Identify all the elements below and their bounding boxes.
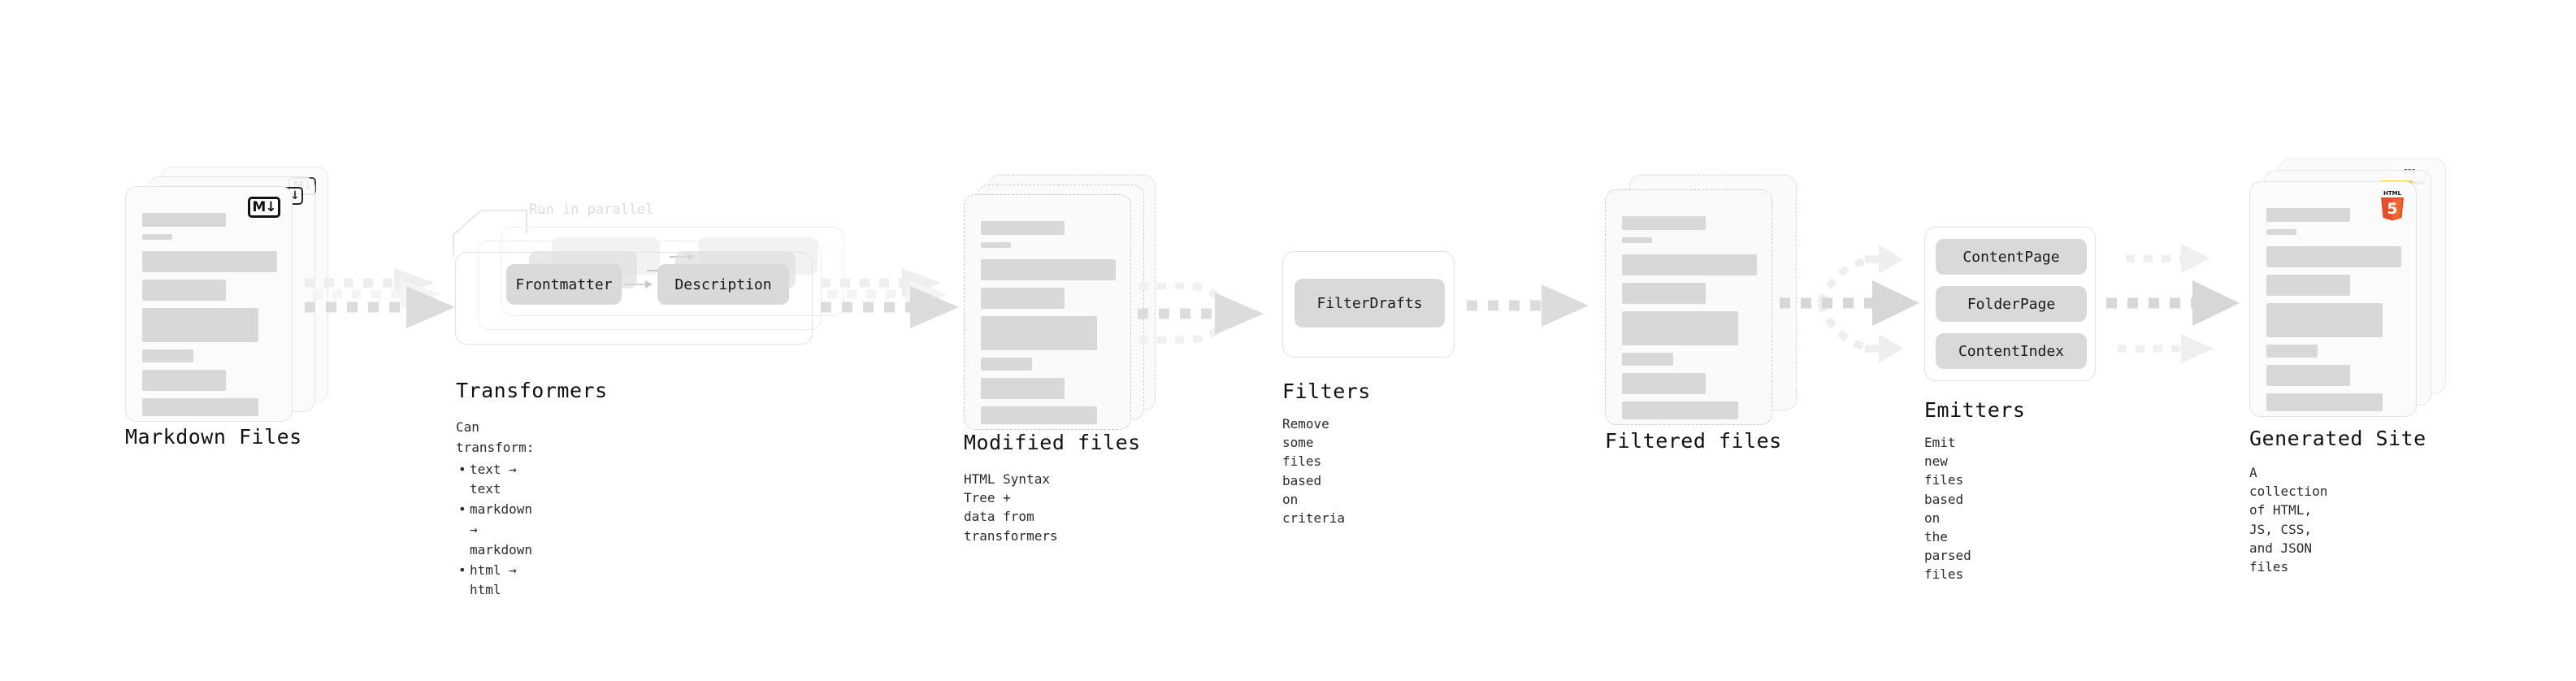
skeleton-bar — [981, 406, 1097, 424]
skeleton-bar — [142, 280, 226, 301]
skeleton-bar — [142, 251, 277, 272]
card-skeleton — [1622, 216, 1757, 419]
markdown-card-front[interactable]: M↓ — [125, 186, 293, 422]
card-skeleton — [2266, 208, 2401, 411]
stage-desc-emitters: Emit new files based on the parsed files — [1924, 435, 1971, 583]
skeleton-bar — [142, 370, 226, 391]
skeleton-bar — [142, 234, 172, 240]
stage-title-filters: Filters — [1282, 380, 1371, 403]
skeleton-bar — [981, 221, 1065, 235]
html5-shield-icon: HTML 5 — [2381, 190, 2404, 221]
card-skeleton — [981, 221, 1116, 424]
card-skeleton — [142, 213, 277, 416]
skeleton-bar — [1622, 254, 1757, 275]
flow-arrow-2 — [821, 268, 959, 328]
svg-text:HTML: HTML — [2383, 190, 2402, 197]
skeleton-bar — [1622, 216, 1706, 230]
html5-badge: HTML 5 — [2379, 189, 2406, 224]
stage-title-markdown-files: Markdown Files — [125, 425, 302, 449]
skeleton-bar — [981, 259, 1116, 280]
filters-panel[interactable]: FilterDrafts — [1282, 251, 1455, 358]
flow-arrow-1 — [305, 268, 455, 328]
transformers-bullet-list: text → text markdown → markdown html → h… — [456, 460, 534, 601]
generated-card-front-html[interactable]: HTML 5 — [2249, 181, 2417, 417]
emitters-panel[interactable]: ContentPage FolderPage ContentIndex — [1924, 227, 2096, 381]
skeleton-bar — [2266, 208, 2350, 222]
flow-arrow-3-merge — [1138, 282, 1264, 344]
transformer-chip-frontmatter[interactable]: Frontmatter — [506, 264, 622, 305]
list-item: html → html — [458, 561, 534, 601]
skeleton-bar — [981, 288, 1065, 309]
parallel-bracket — [453, 210, 527, 256]
skeleton-bar — [981, 358, 1033, 371]
skeleton-bar — [1622, 401, 1738, 419]
skeleton-bar — [1622, 237, 1652, 243]
flow-arrow-6 — [2106, 244, 2240, 363]
emitter-chip-contentpage[interactable]: ContentPage — [1936, 239, 2087, 275]
skeleton-bar — [981, 316, 1097, 350]
skeleton-bar — [2266, 303, 2383, 337]
skeleton-bar — [142, 308, 258, 342]
filter-chip-filterdrafts[interactable]: FilterDrafts — [1295, 279, 1445, 327]
run-in-parallel-label: Run in parallel — [529, 202, 654, 218]
modified-card-front[interactable] — [964, 194, 1131, 430]
inner-arrow-frontmatter-to-description — [625, 280, 653, 288]
list-item: text → text — [458, 460, 534, 501]
skeleton-bar — [2266, 229, 2296, 235]
skeleton-bar — [1622, 283, 1706, 304]
emitter-chip-contentindex[interactable]: ContentIndex — [1936, 333, 2087, 369]
skeleton-bar — [1622, 373, 1706, 394]
skeleton-bar — [142, 398, 258, 416]
transformer-panel-front[interactable]: Frontmatter Description — [455, 252, 813, 345]
flow-arrow-5-branch — [1780, 245, 1919, 363]
transformers-capabilities-heading: Can transform: — [456, 419, 535, 455]
svg-text:5: 5 — [2387, 200, 2397, 218]
skeleton-bar — [2266, 246, 2401, 267]
stage-title-modified-files: Modified files — [964, 431, 1141, 454]
skeleton-bar — [981, 242, 1011, 248]
list-item: markdown → markdown — [458, 500, 534, 560]
stage-desc-filters: Remove some files based on criteria — [1282, 416, 1346, 526]
skeleton-bar — [981, 378, 1065, 399]
stage-title-emitters: Emitters — [1924, 398, 2026, 422]
skeleton-bar — [1622, 311, 1738, 345]
skeleton-bar — [2266, 345, 2318, 358]
skeleton-bar — [142, 213, 226, 227]
skeleton-bar — [142, 349, 194, 362]
markdown-badge: M↓ — [248, 197, 280, 218]
stage-title-generated-site: Generated Site — [2249, 427, 2426, 450]
stage-desc-modified-files: HTML Syntax Tree + data from transformer… — [964, 471, 1058, 544]
transformer-chip-description[interactable]: Description — [657, 264, 789, 305]
stage-title-transformers: Transformers — [456, 379, 608, 402]
transformers-capabilities: Can transform: text → text markdown → ma… — [456, 418, 534, 601]
skeleton-bar — [2266, 275, 2350, 296]
filtered-card-front[interactable] — [1605, 189, 1772, 425]
skeleton-bar — [1622, 353, 1674, 366]
skeleton-bar — [2266, 393, 2383, 411]
skeleton-bar — [2266, 365, 2350, 386]
emitter-chip-folderpage[interactable]: FolderPage — [1936, 286, 2087, 322]
stage-title-filtered-files: Filtered files — [1605, 429, 1782, 453]
stage-desc-generated-site: A collection of HTML, JS, CSS, and JSON … — [2249, 465, 2328, 575]
flow-arrow-4 — [1467, 284, 1589, 327]
